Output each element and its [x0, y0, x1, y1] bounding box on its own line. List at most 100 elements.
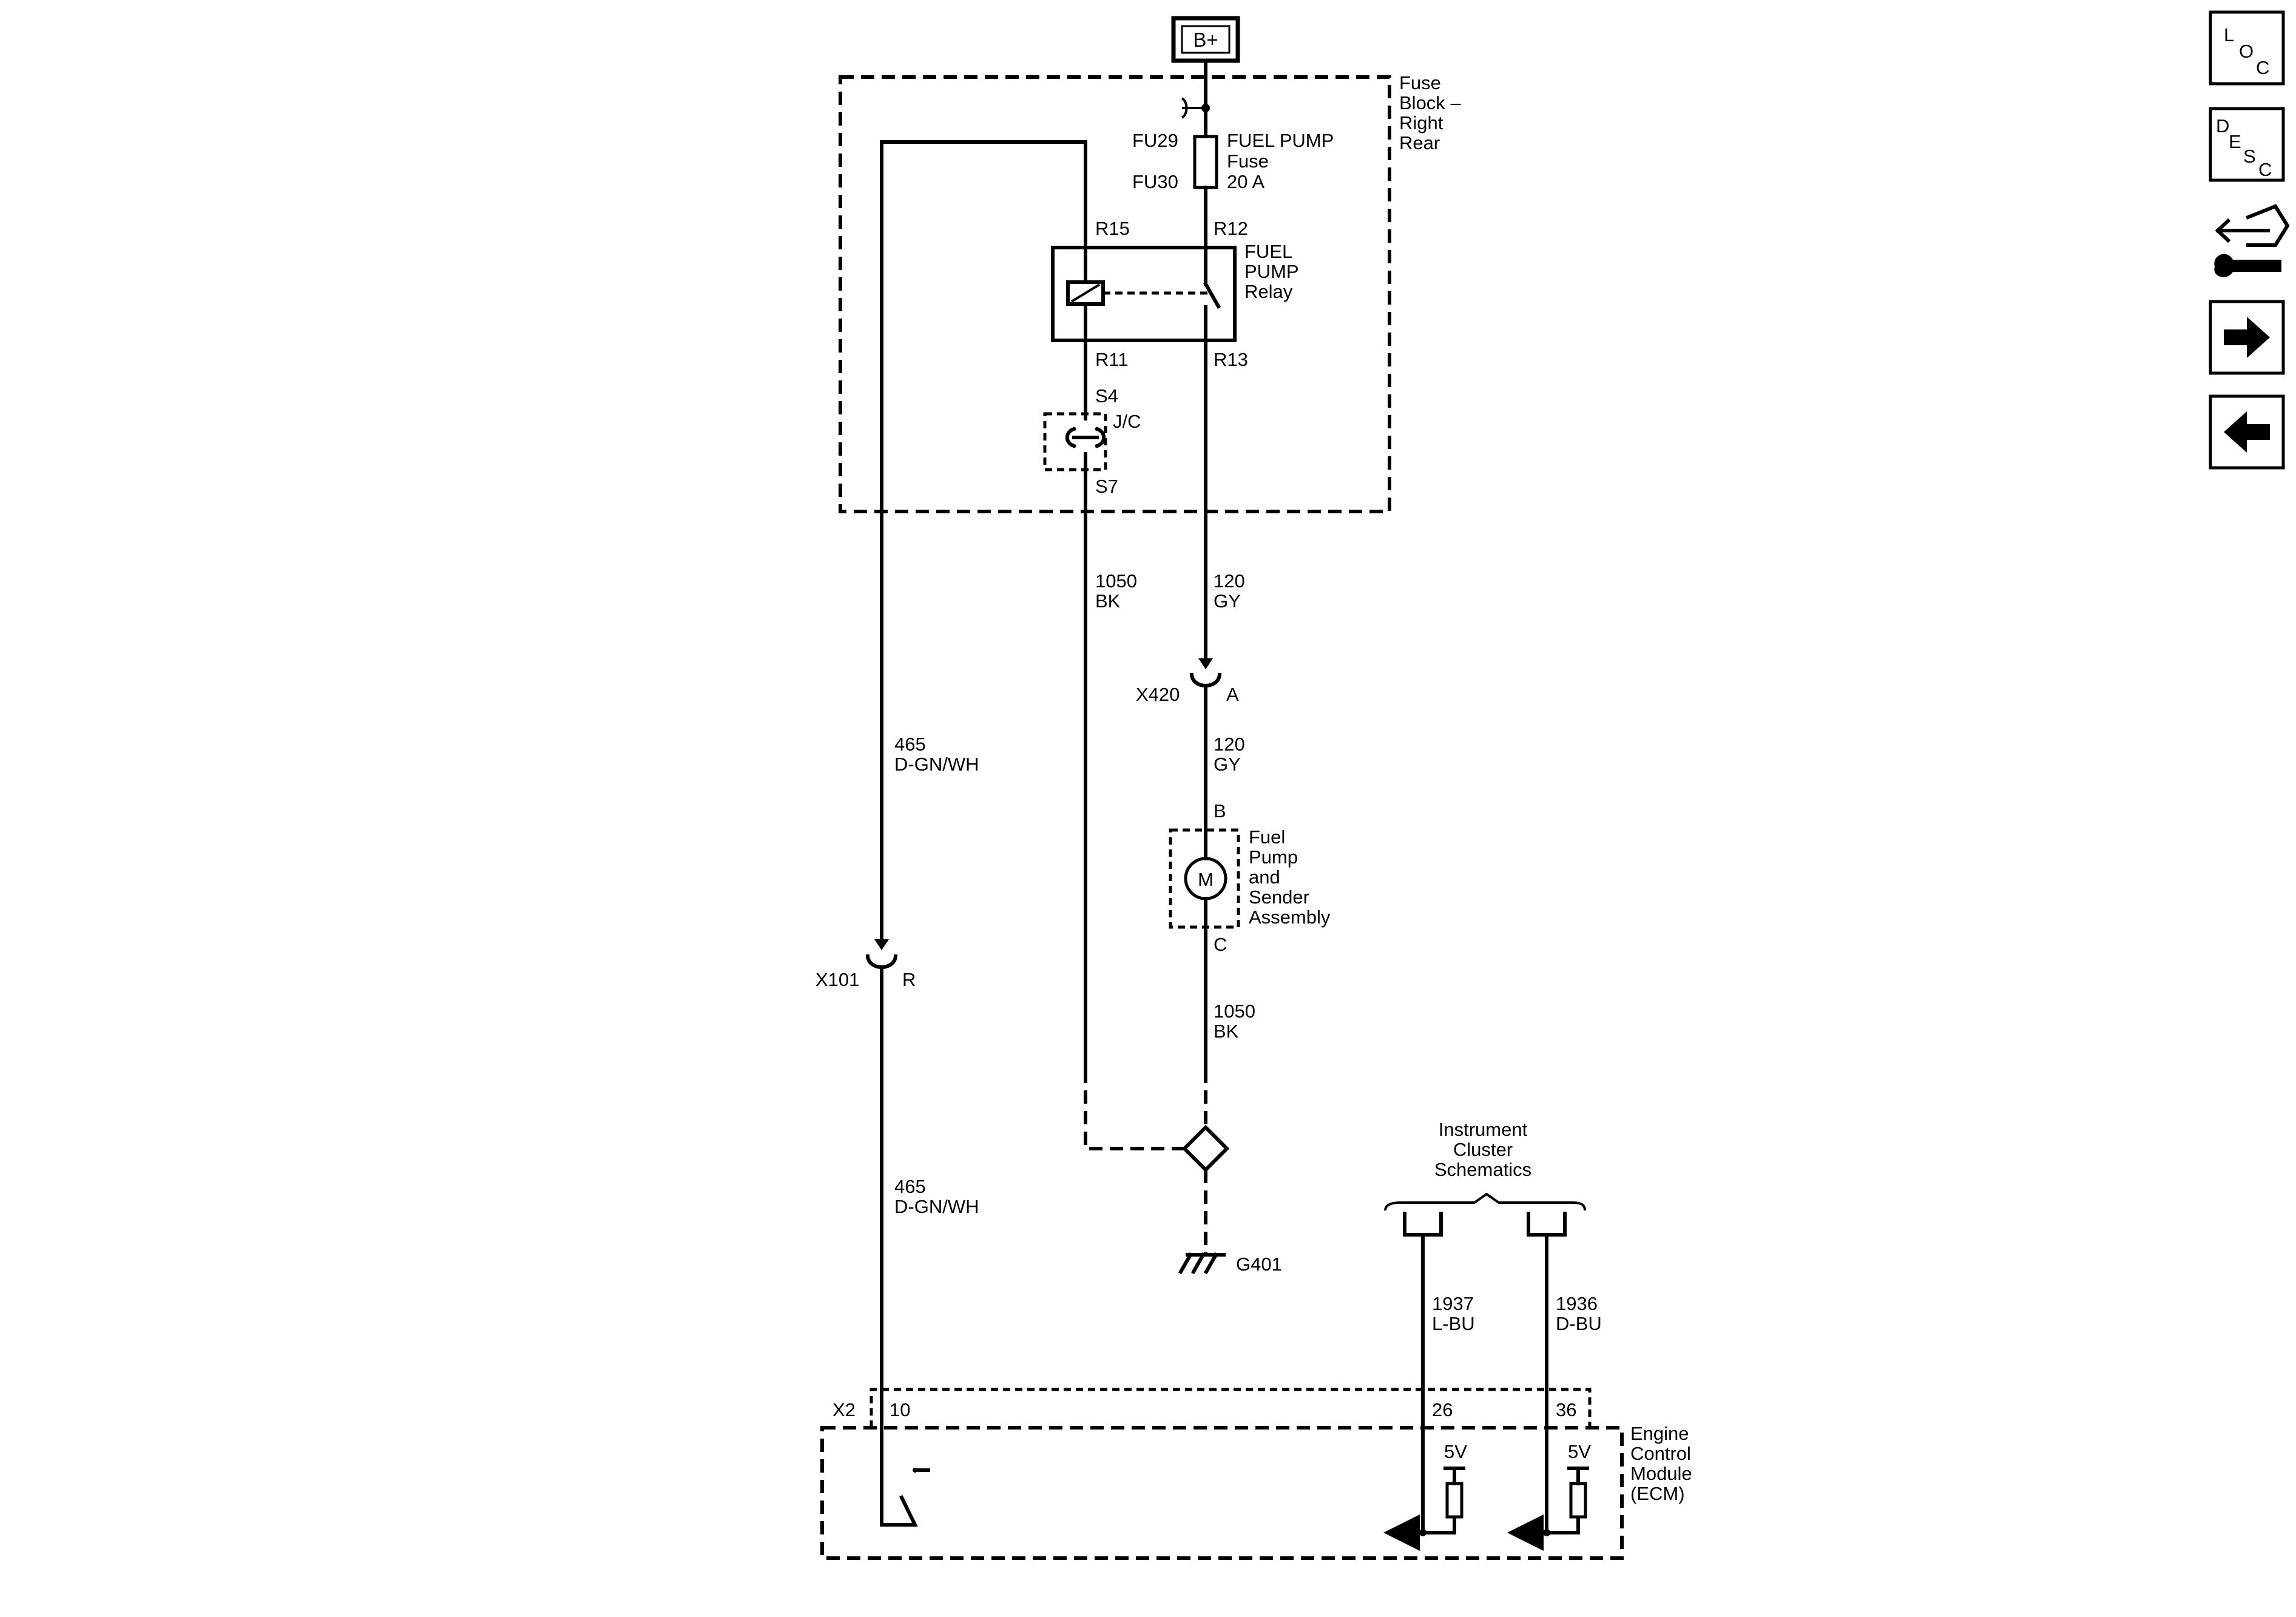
svg-text:C: C	[2256, 57, 2269, 78]
svg-text:(ECM): (ECM)	[1630, 1483, 1685, 1504]
instrument-cluster-label: Instrument Cluster Schematics	[1434, 1119, 1531, 1180]
wire-465-upper-color: D-GN/WH	[894, 754, 979, 775]
svg-text:A: A	[1226, 684, 1239, 705]
previous-page-button[interactable]	[2209, 394, 2285, 470]
relay-switch-symbol	[1203, 246, 1221, 342]
fuse-block-outline	[839, 75, 1391, 513]
svg-text:Rear: Rear	[1399, 132, 1440, 154]
battery-positive-terminal: B+	[1171, 16, 1240, 63]
ecm-control-wire-465	[880, 967, 918, 1527]
wire-465-lower-circuit: 465	[894, 1176, 926, 1197]
ground-symbol	[1178, 1252, 1226, 1275]
fuel-pump-fuse-symbol	[1193, 135, 1218, 189]
desc-button[interactable]: D E S C	[2209, 107, 2285, 182]
svg-text:Fuse: Fuse	[1399, 72, 1441, 93]
svg-text:O: O	[2239, 41, 2254, 62]
svg-text:C: C	[2258, 159, 2272, 180]
loc-button[interactable]: L O C	[2209, 10, 2285, 86]
svg-text:Control: Control	[1630, 1443, 1691, 1464]
wire-1050-lower-circuit: 1050	[1214, 1001, 1255, 1022]
fuel-pump-label: Fuel Pump and Sender Assembly	[1249, 826, 1331, 928]
svg-text:S: S	[2243, 146, 2256, 167]
svg-text:FUEL PUMP: FUEL PUMP	[1227, 130, 1334, 151]
ecm-pin-36: 36	[1556, 1399, 1576, 1420]
relay-coil-symbol	[1066, 246, 1207, 342]
instrument-cluster-connector-1937	[1403, 1212, 1443, 1237]
ecm-pullup-26: 5V	[1383, 1441, 1467, 1551]
relay-pin-r12: R12	[1214, 218, 1248, 239]
junction-connector-symbol	[1065, 427, 1106, 448]
busbar-connector-symbol	[1181, 97, 1206, 119]
ecm-label: Engine Control Module (ECM)	[1630, 1423, 1692, 1504]
ecm-pullup-36: 5V	[1507, 1441, 1591, 1551]
x420-connector: X420 A	[1136, 658, 1239, 705]
fuse-pin-fu30: FU30	[1132, 171, 1178, 192]
svg-text:Instrument: Instrument	[1439, 1119, 1528, 1140]
wire-1936-circuit: 1936	[1556, 1293, 1598, 1314]
connector-end-view-button[interactable]	[2214, 204, 2290, 277]
relay-pin-r13: R13	[1214, 349, 1248, 370]
ground-label: G401	[1236, 1254, 1282, 1275]
power-label: B+	[1193, 29, 1218, 51]
svg-text:Right: Right	[1399, 112, 1443, 133]
svg-text:R: R	[902, 969, 916, 990]
svg-text:Pump: Pump	[1249, 846, 1298, 868]
wire-1937-circuit: 1937	[1432, 1293, 1474, 1314]
wire-1050-upper-circuit: 1050	[1095, 570, 1137, 592]
svg-text:Module: Module	[1630, 1463, 1692, 1484]
svg-text:D: D	[2216, 115, 2229, 137]
svg-text:Cluster: Cluster	[1453, 1139, 1513, 1160]
arrow-right-icon	[2224, 317, 2270, 358]
ecm-outline	[820, 1426, 1624, 1560]
relay-ground-dashed-path	[1084, 1070, 1184, 1150]
wire-120-upper-circuit: 120	[1214, 570, 1245, 592]
wire-465-lower-color: D-GN/WH	[894, 1196, 979, 1217]
fuel-pump-motor-symbol: M	[1184, 857, 1227, 900]
instrument-cluster-connector-1936	[1527, 1212, 1567, 1237]
wire-120-upper-color: GY	[1214, 590, 1241, 612]
fuse-pin-fu29: FU29	[1132, 130, 1178, 151]
ground-splice-diamond	[1181, 1124, 1230, 1173]
fuse-block-label: Fuse Block – Right Rear	[1399, 72, 1461, 154]
svg-text:5V: 5V	[1444, 1441, 1467, 1462]
svg-text:Relay: Relay	[1244, 281, 1293, 302]
relay-control-wire-465	[880, 140, 1087, 941]
svg-text:5V: 5V	[1568, 1441, 1591, 1462]
svg-text:Assembly: Assembly	[1249, 906, 1331, 928]
svg-text:20 A: 20 A	[1227, 171, 1264, 192]
svg-text:PUMP: PUMP	[1244, 261, 1299, 282]
svg-text:Fuel: Fuel	[1249, 826, 1285, 848]
junction-connector-outline	[1043, 412, 1107, 471]
svg-text:FUEL: FUEL	[1244, 241, 1292, 262]
svg-text:Block –: Block –	[1399, 92, 1461, 113]
next-page-button[interactable]	[2209, 300, 2285, 375]
svg-text:and: and	[1249, 866, 1280, 888]
wire-1936-color: D-BU	[1556, 1313, 1602, 1334]
fuel-pump-pin-c: C	[1214, 934, 1227, 955]
fuel-pump-fuse-label: FUEL PUMP Fuse 20 A	[1227, 130, 1334, 192]
svg-text:Fuse: Fuse	[1227, 150, 1269, 172]
svg-text:E: E	[2229, 131, 2241, 152]
junction-pin-s7: S7	[1095, 476, 1118, 497]
ecm-connector-x2-outline	[869, 1388, 1592, 1428]
wire-1937-color: L-BU	[1432, 1313, 1475, 1334]
ecm-pin-10: 10	[890, 1399, 910, 1420]
wire-465-upper-circuit: 465	[894, 734, 926, 755]
fuel-pump-relay-label: FUEL PUMP Relay	[1244, 241, 1299, 302]
wire-120-lower-color: GY	[1214, 754, 1241, 775]
svg-text:X420: X420	[1136, 684, 1180, 705]
svg-text:Engine: Engine	[1630, 1423, 1689, 1444]
ecm-pin-26: 26	[1432, 1399, 1453, 1420]
svg-text:Schematics: Schematics	[1434, 1159, 1531, 1180]
junction-pin-s4: S4	[1095, 385, 1118, 407]
wire-1050-lower-color: BK	[1214, 1021, 1239, 1042]
relay-pin-r11: R11	[1095, 349, 1129, 370]
arrow-left-icon	[2224, 411, 2270, 453]
svg-text:L: L	[2224, 24, 2234, 46]
svg-text:X101: X101	[815, 969, 859, 990]
fuel-pump-pin-b: B	[1214, 800, 1226, 822]
relay-pin-r15: R15	[1095, 218, 1130, 239]
wire-120-lower-circuit: 120	[1214, 734, 1245, 755]
connector-wrench-icon	[2214, 204, 2290, 277]
